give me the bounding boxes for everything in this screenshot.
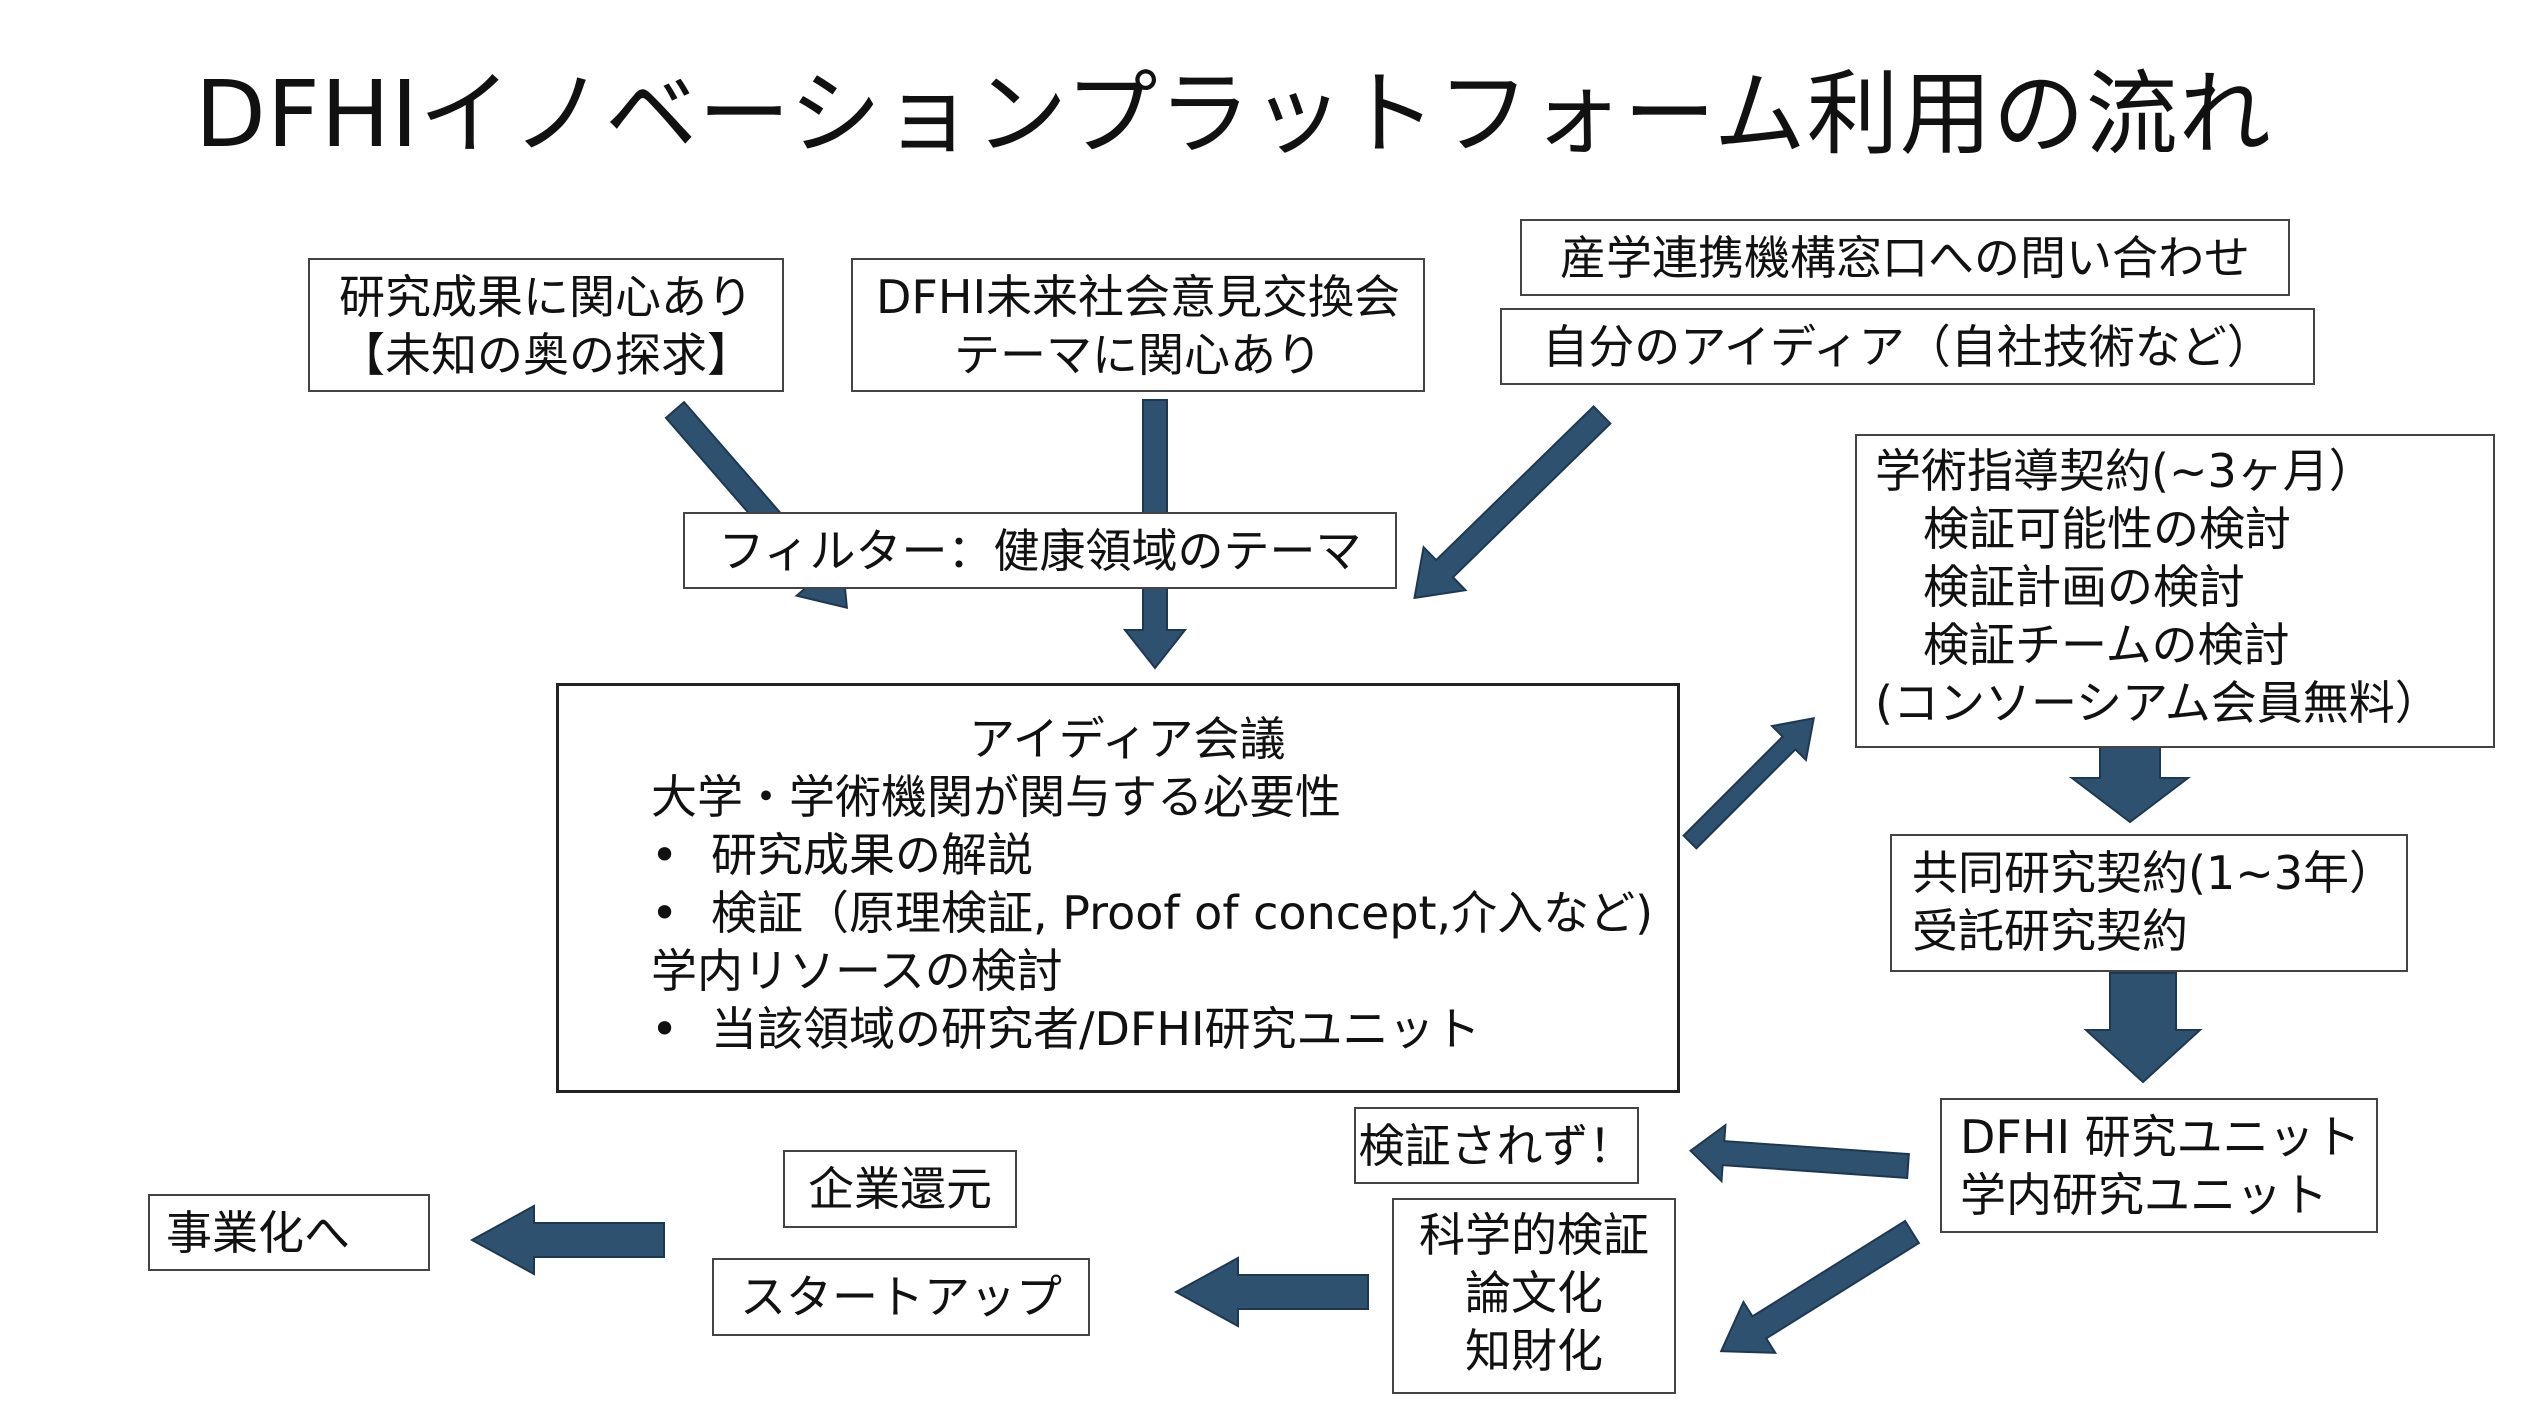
filter-label: フィルター：健康領域のテーマ [718, 524, 1362, 578]
scientific-box: 科学的検証 論文化 知財化 [1392, 1198, 1676, 1394]
idea-meeting-bullet-3: 当該領域の研究者/DFHI研究ユニット [651, 1000, 1677, 1058]
research-interest-line2: 【未知の奥の探求】 [339, 328, 753, 382]
page-title: DFHIイノベーションプラットフォーム利用の流れ [195, 61, 2272, 168]
idea-meeting-box: アイディア会議 大学・学術機関が関与する必要性 研究成果の解説 検証（原理検証,… [556, 683, 1680, 1093]
startup-label: スタートアップ [740, 1270, 1062, 1324]
arrow-startup-to-commercialization [469, 1204, 665, 1276]
research-unit-line2: 学内研究ユニット [1960, 1168, 2328, 1222]
not-verified-label: 検証されず！ [1358, 1119, 1635, 1173]
academic-guidance-box: 学術指導契約(~3ヶ月） 検証可能性の検討 検証計画の検討 検証チームの検討 (… [1855, 434, 2495, 748]
arrow-meeting-to-guidance [1682, 717, 1815, 850]
scientific-line2: 論文化 [1465, 1266, 1603, 1320]
academic-guidance-title: 学術指導契約(~3ヶ月） [1875, 444, 2375, 498]
academic-guidance-item-2: 検証計画の検討 [1923, 560, 2245, 614]
future-society-box: DFHI未来社会意見交換会 テーマに関心あり [851, 258, 1425, 392]
idea-meeting-bullet-2: 検証（原理検証, Proof of concept,介入など) [651, 884, 1677, 942]
arrow-unit-to-not-verified [1688, 1123, 1910, 1184]
research-unit-box: DFHI 研究ユニット 学内研究ユニット [1940, 1098, 2378, 1233]
own-idea-label: 自分のアイディア（自社技術など） [1542, 320, 2273, 374]
arrow-research-to-meeting [664, 400, 849, 610]
joint-research-line2: 受託研究契約 [1912, 904, 2188, 958]
arrow-unit-to-scientific [1719, 1219, 1921, 1354]
research-interest-line1: 研究成果に関心あり [339, 270, 753, 324]
corporate-return-label: 企業還元 [808, 1162, 992, 1216]
commercialization-box: 事業化へ [148, 1194, 430, 1271]
idea-meeting-title: アイディア会議 [969, 712, 1286, 766]
industry-inquiry-box: 産学連携機構窓口への問い合わせ [1520, 219, 2290, 296]
commercialization-label: 事業化へ [166, 1206, 350, 1260]
not-verified-box: 検証されず！ [1354, 1107, 1639, 1184]
arrow-scientific-to-startup [1173, 1256, 1369, 1328]
research-unit-line1: DFHI 研究ユニット [1960, 1110, 2361, 1164]
academic-guidance-item-1: 検証可能性の検討 [1923, 502, 2291, 556]
idea-meeting-line2: 学内リソースの検討 [651, 944, 1063, 998]
corporate-return-box: 企業還元 [783, 1150, 1017, 1228]
arrow-joint-to-unit [2083, 972, 2203, 1084]
scientific-line1: 科学的検証 [1419, 1208, 1649, 1262]
startup-box: スタートアップ [712, 1258, 1090, 1336]
arrow-guidance-to-joint [2069, 745, 2191, 824]
scientific-line3: 知財化 [1465, 1324, 1603, 1378]
filter-box: フィルター：健康領域のテーマ [683, 512, 1397, 589]
academic-guidance-item-3: 検証チームの検討 [1923, 618, 2290, 672]
idea-meeting-line1: 大学・学術機関が関与する必要性 [651, 770, 1341, 824]
future-society-line1: DFHI未来社会意見交換会 [875, 270, 1401, 324]
arrow-idea-to-meeting [1413, 404, 1612, 600]
joint-research-line1: 共同研究契約(1~3年） [1912, 846, 2396, 900]
idea-meeting-bullet-1: 研究成果の解説 [651, 826, 1677, 884]
academic-guidance-note: (コンソーシアム会員無料） [1875, 676, 2441, 730]
industry-inquiry-label: 産学連携機構窓口への問い合わせ [1560, 231, 2250, 285]
future-society-line2: テーマに関心あり [954, 328, 1322, 382]
joint-research-box: 共同研究契約(1~3年） 受託研究契約 [1890, 834, 2408, 972]
own-idea-box: 自分のアイディア（自社技術など） [1500, 308, 2315, 385]
research-interest-box: 研究成果に関心あり 【未知の奥の探求】 [308, 258, 784, 392]
